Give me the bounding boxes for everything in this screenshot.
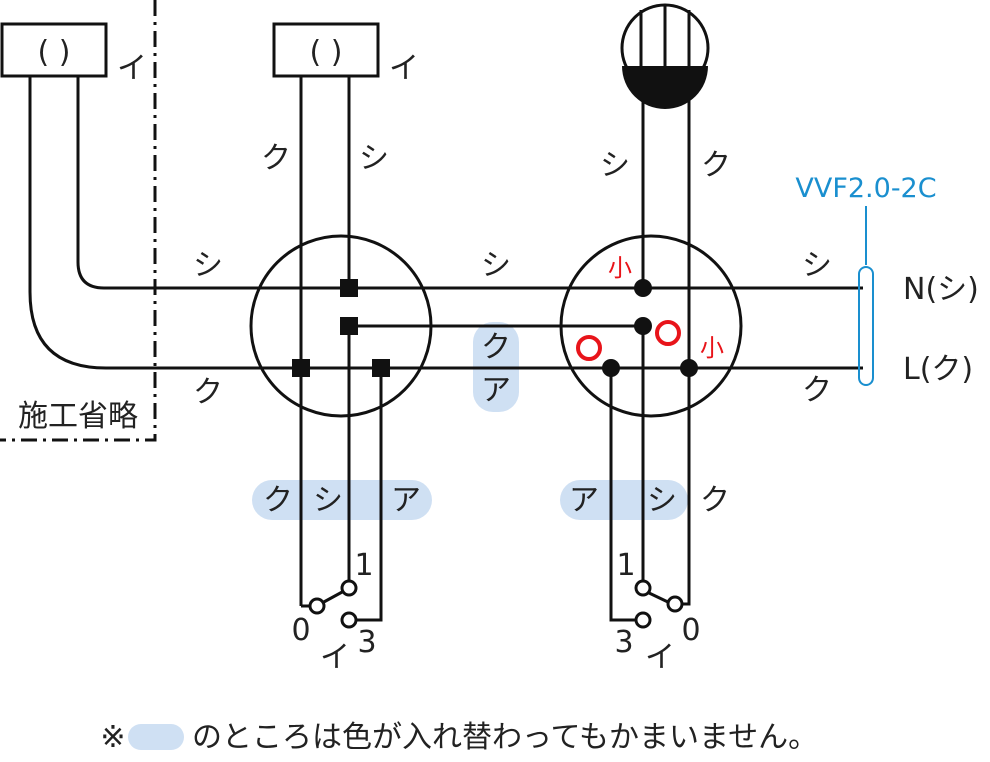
vvf-label: VVF2.0-2C xyxy=(795,173,936,204)
wire-line-main xyxy=(28,76,863,370)
note-swatch xyxy=(128,724,184,750)
switch-left-num-3: 3 xyxy=(357,625,376,660)
highlight-right-lower xyxy=(560,480,688,520)
connector-left-2 xyxy=(340,317,358,335)
wire-right-a xyxy=(609,368,643,622)
switch-right-label: イ xyxy=(645,640,675,675)
switch-left-num-1: 1 xyxy=(354,548,373,583)
label-mid-lower-0: ク xyxy=(263,483,293,518)
omitted-label-bg xyxy=(8,395,146,435)
label-center-hl-1: ク xyxy=(481,330,511,365)
label-left-bottom: ク xyxy=(193,375,223,410)
terminal-l-label: L(ク) xyxy=(903,352,973,387)
small-mark-top: 小 xyxy=(608,254,632,282)
wire-neutral-main xyxy=(76,76,863,290)
label-center-hl-2: ア xyxy=(481,373,511,408)
note-text: のところは色が入れ替わってもかまいません。 xyxy=(192,720,818,755)
connector-right-2 xyxy=(634,317,652,335)
switch-left-terminal-0 xyxy=(308,597,326,615)
box-mid-label: イ xyxy=(389,51,419,86)
switch-right-blade xyxy=(646,590,671,605)
wire-mid-a xyxy=(349,368,383,622)
label-mid-upper-left: ク xyxy=(261,141,291,176)
connector-right-3 xyxy=(602,359,620,377)
label-mid-lower-1: シ xyxy=(313,483,343,518)
terminal-n-label: N(シ) xyxy=(903,272,979,307)
switch-right-num-0: 0 xyxy=(681,613,700,648)
highlight-mid-lower xyxy=(252,480,432,520)
ceiling-fixture-base xyxy=(622,66,708,109)
box-mid-paren: ( ) xyxy=(310,35,343,70)
omitted-label: 施工省略 xyxy=(18,399,138,434)
switch-right-terminal-0 xyxy=(666,595,684,613)
switch-left-blade xyxy=(321,589,345,605)
label-right-upper-left: シ xyxy=(600,148,630,183)
omitted-boundary xyxy=(0,0,157,442)
label-left-top: シ xyxy=(193,248,223,283)
label-right-upper-right: ク xyxy=(701,148,731,183)
label-center-top: シ xyxy=(481,248,511,283)
box-left xyxy=(0,22,108,78)
box-left-paren: ( ) xyxy=(38,35,71,70)
connector-left-1 xyxy=(340,279,358,297)
ring-marker-right xyxy=(655,320,681,346)
switch-right-num-1: 1 xyxy=(616,548,635,583)
connector-left-4 xyxy=(372,359,390,377)
small-mark-right: 小 xyxy=(700,334,724,362)
switch-left-num-0: 0 xyxy=(291,613,310,648)
box-mid xyxy=(272,22,380,78)
label-far-right-top: シ xyxy=(802,248,832,283)
switch-right-terminal-3 xyxy=(634,611,652,629)
label-mid-lower-2: ア xyxy=(391,483,421,518)
switch-left-label: イ xyxy=(320,640,350,675)
box-left-label: イ xyxy=(117,51,147,86)
label-right-lower-0: ア xyxy=(569,483,599,518)
note-prefix: ※ xyxy=(100,720,125,755)
label-right-lower-1: シ xyxy=(647,483,677,518)
switch-right-terminal-1 xyxy=(634,579,652,597)
label-right-lower-2: ク xyxy=(700,483,730,518)
connector-right-4 xyxy=(680,359,698,377)
switch-left-terminal-1 xyxy=(340,579,358,597)
switch-left-terminal-3 xyxy=(340,611,358,629)
connector-left-3 xyxy=(292,359,310,377)
vvf-bracket xyxy=(858,266,874,386)
ring-marker-left xyxy=(576,335,602,361)
switch-right-num-3: 3 xyxy=(614,625,633,660)
label-mid-upper-right: シ xyxy=(359,141,389,176)
connector-right-1 xyxy=(634,279,652,297)
label-far-right-bottom: ク xyxy=(802,373,832,408)
